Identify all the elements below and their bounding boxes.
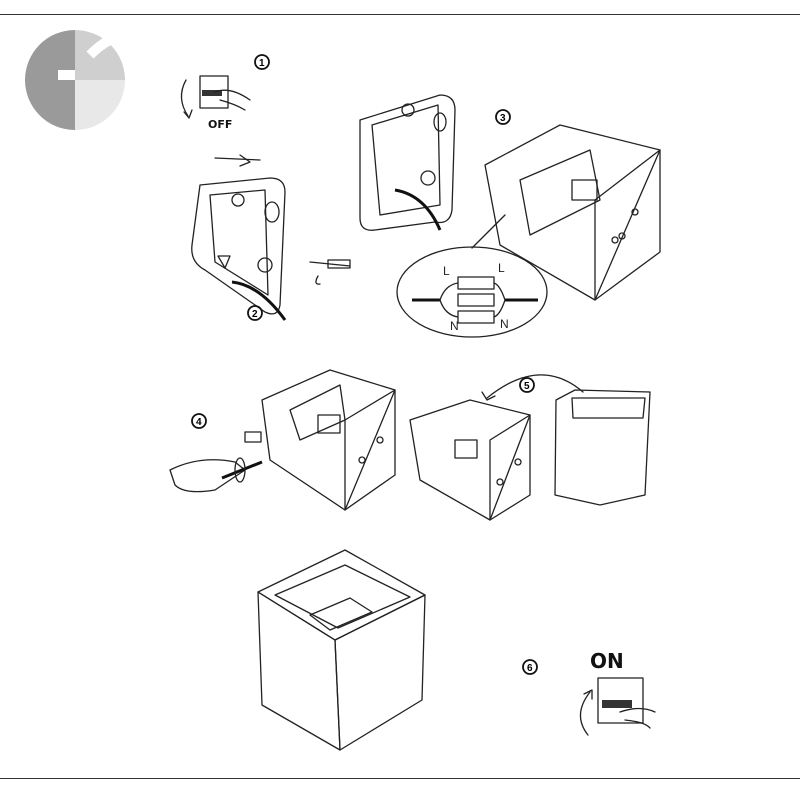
step-6-marker: 6 [522,659,538,675]
neutral-left-label: N [450,319,459,333]
off-label: OFF [208,118,232,131]
svg-text:6: 6 [527,663,533,674]
lamp-step3 [471,124,661,301]
svg-text:1: 1 [259,58,265,69]
live-right-label: L [498,261,505,275]
switch-on-illustration: ON [579,649,656,736]
lamp-step4 [169,369,396,511]
wiring-detail: L L N N [396,246,548,338]
svg-text:5: 5 [524,381,530,392]
svg-text:4: 4 [196,417,202,428]
svg-text:3: 3 [500,113,506,124]
neutral-right-label: N [500,317,509,331]
lamp-step5 [409,374,584,521]
step-markers: 1 2 3 4 5 6 [191,54,538,675]
assembled-lamp [257,549,426,751]
step-2-marker: 2 [247,305,263,321]
step-1-marker: 1 [254,54,270,70]
lamp-cover [554,389,651,506]
on-label: ON [590,649,624,673]
mounting-box-step3 [359,94,456,231]
step-3-marker: 3 [495,109,511,125]
svg-text:2: 2 [252,309,258,320]
bottom-rule [0,778,800,779]
mounting-box-step2 [191,154,351,321]
top-rule [0,14,800,15]
step-4-marker: 4 [191,413,207,429]
switch-off-illustration: OFF [180,75,251,131]
company-logo [25,30,131,130]
step-5-marker: 5 [519,377,535,393]
live-left-label: L [443,264,450,278]
